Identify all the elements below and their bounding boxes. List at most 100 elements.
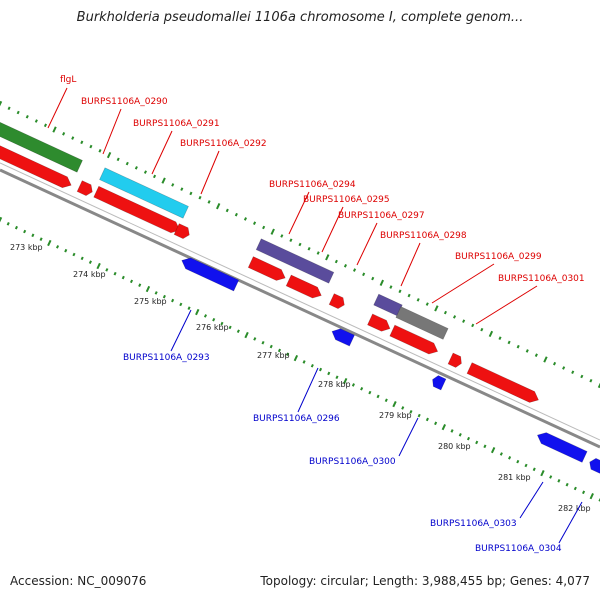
backbone-line bbox=[0, 168, 600, 449]
cds-feature bbox=[173, 223, 190, 239]
backbone-line-inner bbox=[0, 162, 600, 441]
reverse-cds-feature-shape bbox=[589, 458, 600, 474]
lower-tick-mark bbox=[565, 482, 569, 487]
gene-0294-shape bbox=[255, 238, 335, 284]
upper-tick-mark bbox=[562, 366, 566, 370]
lower-tick-mark bbox=[343, 377, 348, 385]
lower-tick-mark bbox=[360, 386, 364, 391]
lower-tick-mark bbox=[145, 285, 151, 293]
upper-tick-mark bbox=[425, 302, 429, 306]
lower-tick-mark bbox=[368, 390, 372, 395]
upper-tick-mark bbox=[543, 356, 548, 363]
upper-tick-mark bbox=[379, 279, 384, 286]
lower-tick-mark bbox=[187, 306, 191, 311]
upper-tick-mark bbox=[553, 361, 557, 366]
forward-label-leader bbox=[475, 285, 538, 325]
upper-tick-mark bbox=[52, 126, 57, 133]
lower-tick-mark bbox=[557, 479, 561, 483]
gene-flgL-shape bbox=[0, 121, 83, 173]
gene-0299 bbox=[395, 306, 449, 340]
lower-tick-mark bbox=[244, 331, 249, 339]
lower-tick-mark bbox=[376, 394, 380, 399]
cds-feature bbox=[93, 185, 181, 234]
lower-tick-mark bbox=[319, 367, 323, 372]
upper-tick-mark bbox=[362, 272, 366, 277]
lower-tick-mark bbox=[524, 463, 528, 468]
cds-feature bbox=[285, 274, 322, 299]
upper-tick-mark bbox=[389, 285, 393, 289]
lower-tick-mark bbox=[310, 363, 314, 368]
reverse-gene-label: BURPS1106A_0296 bbox=[253, 414, 340, 424]
upper-tick-mark bbox=[298, 242, 302, 247]
lower-tick-mark bbox=[466, 436, 471, 441]
forward-label-leader bbox=[200, 150, 220, 195]
lower-tick-mark bbox=[302, 360, 306, 364]
forward-label-leader bbox=[47, 87, 68, 129]
reverse-label-leader bbox=[558, 501, 583, 544]
gene-flgL bbox=[0, 121, 83, 173]
upper-tick-mark bbox=[534, 353, 538, 357]
lower-tick-mark bbox=[47, 239, 52, 247]
upper-tick-mark bbox=[143, 170, 147, 174]
forward-label-leader bbox=[151, 130, 173, 175]
upper-tick-mark bbox=[480, 327, 484, 332]
upper-tick-mark bbox=[471, 323, 475, 328]
lower-tick-mark bbox=[589, 493, 594, 500]
lower-tick-mark bbox=[212, 317, 216, 322]
upper-tick-mark bbox=[7, 106, 11, 111]
lower-tick-mark bbox=[80, 256, 84, 261]
lower-tick-mark bbox=[475, 440, 479, 445]
upper-tick-mark bbox=[180, 187, 184, 191]
upper-tick-mark bbox=[488, 330, 494, 338]
cds-feature bbox=[367, 313, 391, 332]
forward-label-leader bbox=[400, 242, 421, 287]
lower-tick-mark bbox=[14, 225, 18, 230]
upper-tick-mark bbox=[80, 140, 84, 145]
lower-tick-mark bbox=[261, 340, 265, 345]
kbp-label: 282 kbp bbox=[558, 504, 591, 513]
reverse-gene-label: BURPS1106A_0304 bbox=[475, 544, 562, 554]
upper-tick-mark bbox=[89, 144, 93, 149]
lower-tick-mark bbox=[458, 433, 462, 437]
lower-tick-mark bbox=[253, 337, 257, 341]
upper-tick-mark bbox=[125, 161, 129, 166]
lower-tick-mark bbox=[417, 413, 421, 418]
map-title: Burkholderia pseudomallei 1106a chromoso… bbox=[76, 10, 524, 25]
upper-tick-mark bbox=[353, 268, 357, 272]
lower-tick-mark bbox=[277, 348, 281, 353]
cds-feature-shape bbox=[285, 274, 322, 299]
kbp-label: 279 kbp bbox=[379, 411, 412, 420]
upper-tick-mark bbox=[453, 315, 457, 319]
cds-feature bbox=[328, 293, 345, 309]
upper-tick-mark bbox=[434, 305, 439, 312]
lower-tick-mark bbox=[0, 216, 3, 224]
upper-tick-mark bbox=[525, 349, 529, 353]
lower-tick-mark bbox=[582, 490, 586, 495]
forward-gene-label: flgL bbox=[60, 75, 76, 85]
lower-tick-mark bbox=[171, 298, 175, 303]
forward-label-leader bbox=[356, 222, 378, 266]
reverse-cds-feature bbox=[589, 458, 600, 474]
upper-tick-mark bbox=[280, 234, 284, 238]
upper-tick-mark bbox=[0, 100, 3, 108]
reverse-cds-feature-shape bbox=[432, 375, 447, 391]
kbp-label: 280 kbp bbox=[438, 442, 471, 451]
forward-gene-label: BURPS1106A_0297 bbox=[338, 211, 425, 221]
lower-tick-mark bbox=[179, 302, 183, 307]
upper-tick-mark bbox=[507, 340, 511, 345]
reverse-cds-feature bbox=[181, 257, 240, 292]
reverse-cds-feature-shape bbox=[181, 257, 240, 292]
reverse-label-leader bbox=[519, 481, 544, 519]
cds-feature-shape bbox=[0, 144, 72, 189]
kbp-label: 276 kbp bbox=[196, 323, 229, 332]
lower-tick-mark bbox=[508, 456, 512, 460]
lower-tick-mark bbox=[540, 470, 545, 477]
upper-tick-mark bbox=[198, 195, 202, 200]
lower-tick-mark bbox=[532, 467, 536, 472]
upper-tick-mark bbox=[153, 174, 157, 179]
lower-tick-mark bbox=[335, 375, 339, 380]
lower-tick-mark bbox=[113, 271, 117, 276]
lower-tick-mark bbox=[450, 429, 454, 433]
cds-feature bbox=[76, 180, 93, 196]
